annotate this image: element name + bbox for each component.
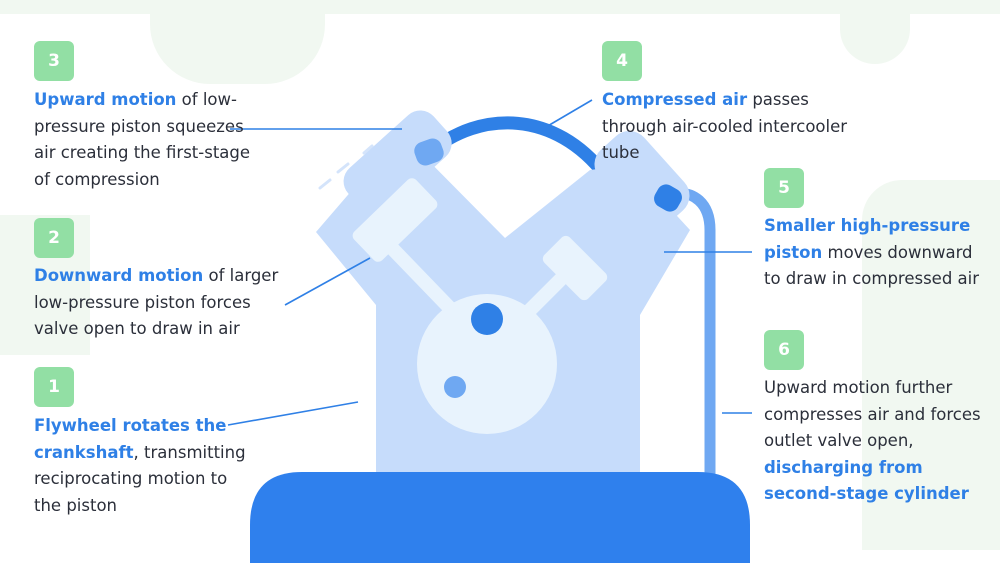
motion-marks (318, 144, 374, 190)
step-2-text: of larger low-pressure piston forces val… (34, 266, 279, 338)
step-3-text: of low-pressure piston squeezes air crea… (34, 90, 251, 189)
tube-cap (414, 138, 444, 166)
step-1-highlight: Flywheel rotates the crankshaft (34, 416, 227, 462)
step-5-text: moves downward to draw in compressed air (764, 242, 980, 289)
step-1-text: , transmitting reciprocating motion to t… (34, 442, 246, 515)
step-1-description: Flywheel rotates the crankshaft, transmi… (34, 413, 249, 519)
low-pressure-connecting-rod (372, 228, 458, 316)
intercooler-tube (423, 116, 612, 182)
leader-line-4 (545, 99, 593, 128)
step-4-text: passes through air-cooled intercooler tu… (602, 90, 848, 162)
flywheel (417, 294, 557, 434)
step-3-description: Upward motion of low-pressure piston squ… (34, 87, 256, 193)
step-5-highlight: Smaller high-pressure piston (764, 216, 971, 262)
tube-cap (654, 184, 682, 212)
step-4-description: Compressed air passes through air-cooled… (602, 87, 877, 167)
step-2-highlight: Downward motion (34, 266, 204, 285)
step-3-highlight: Upward motion (34, 90, 177, 109)
background-shape (862, 180, 1000, 550)
low-pressure-cylinder-head (343, 110, 452, 215)
step-6-highlight: discharging from second-stage cylinder (764, 457, 969, 504)
high-pressure-piston (542, 235, 608, 301)
low-pressure-piston (352, 178, 438, 262)
step-4-highlight: Compressed air (602, 90, 748, 109)
compressor-base (250, 472, 750, 563)
leader-line-2 (284, 257, 371, 306)
step-6-text: Upward motion further compresses air and… (764, 378, 981, 450)
step-4-badge: 4 (602, 41, 642, 81)
leader-line-1 (227, 401, 359, 426)
step-5-description: Smaller high-pressure piston moves downw… (764, 213, 986, 293)
flywheel-pin (444, 376, 466, 398)
step-1-badge: 1 (34, 367, 74, 407)
crankshaft-hub (471, 303, 503, 335)
step-2-badge: 2 (34, 218, 74, 258)
leader-lines (227, 99, 752, 426)
step-6-badge: 6 (764, 330, 804, 370)
step-3-badge: 3 (34, 41, 74, 81)
step-2-description: Downward motion of larger low-pressure p… (34, 263, 294, 343)
background-shape (0, 0, 1000, 14)
step-5-badge: 5 (764, 168, 804, 208)
background-shape (150, 14, 325, 84)
step-6-description: Upward motion further compresses air and… (764, 375, 986, 508)
